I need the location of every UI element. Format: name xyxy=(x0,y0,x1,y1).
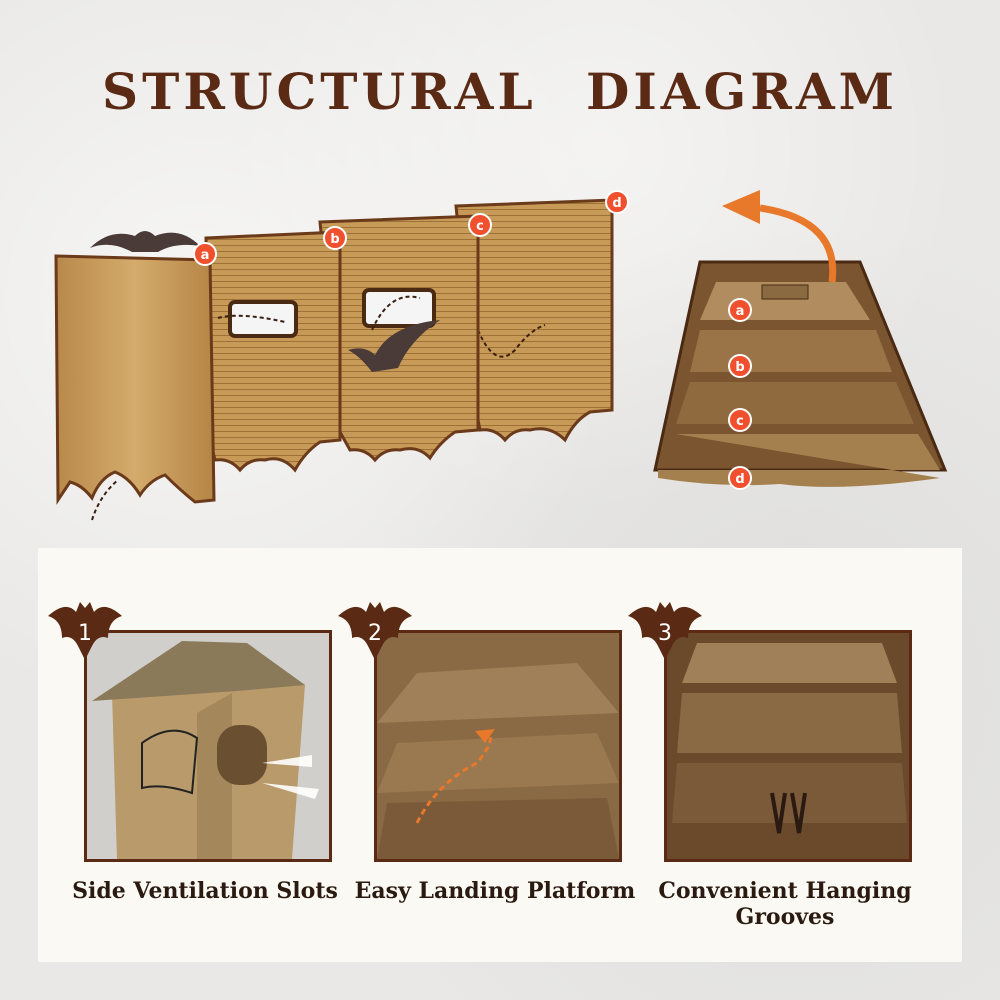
svg-text:a: a xyxy=(736,304,745,319)
feature-caption: Convenient Hanging Grooves xyxy=(658,878,912,930)
panel-label-a: a xyxy=(193,242,217,266)
feature-caption: Side Ventilation Slots xyxy=(72,878,338,904)
stack-label-c: c xyxy=(728,408,752,432)
panel-label-c: c xyxy=(468,213,492,237)
arrow-icon xyxy=(759,204,837,283)
svg-text:d: d xyxy=(612,196,621,211)
bat-badge-icon: 2 xyxy=(338,602,412,660)
bat-badge-icon: 1 xyxy=(48,602,122,660)
svg-text:c: c xyxy=(736,414,744,429)
svg-text:b: b xyxy=(735,360,744,375)
panel-label-d: d xyxy=(605,190,629,214)
stack-label-b: b xyxy=(728,354,752,378)
stack-label-a: a xyxy=(728,298,752,322)
svg-text:2: 2 xyxy=(368,621,382,646)
bat-icon xyxy=(348,320,440,372)
feature-caption: Easy Landing Platform xyxy=(354,878,636,904)
panel-a xyxy=(54,254,216,521)
svg-text:d: d xyxy=(735,472,744,487)
svg-text:3: 3 xyxy=(658,621,672,646)
svg-text:a: a xyxy=(201,248,210,263)
svg-text:1: 1 xyxy=(78,621,92,646)
panel-b xyxy=(204,230,342,473)
page-title: STRUCTURAL DIAGRAM xyxy=(102,62,898,121)
panel-d xyxy=(454,198,614,443)
svg-text:c: c xyxy=(476,219,484,234)
stack-label-d: d xyxy=(728,466,752,490)
arrowhead-icon xyxy=(722,190,760,224)
bat-badge-icon: 3 xyxy=(628,602,702,660)
hanging-grooves-photo xyxy=(664,630,912,862)
stacked-house-view xyxy=(653,260,948,487)
svg-text:b: b xyxy=(330,232,339,247)
landing-platform-photo xyxy=(374,630,622,862)
structural-diagram: a b c d a b c d xyxy=(54,190,948,521)
panel-label-b: b xyxy=(323,226,347,250)
bat-icon xyxy=(90,231,200,252)
ventilation-photo xyxy=(84,630,332,862)
